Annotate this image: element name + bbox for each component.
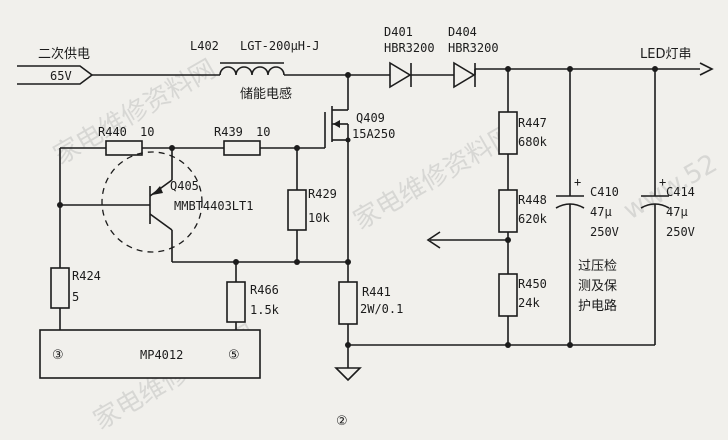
ground-symbol	[334, 367, 362, 382]
ic-pin-b: ⑤	[228, 348, 240, 363]
Q405-highlight-circle	[101, 151, 203, 253]
ic-MP4012	[39, 329, 261, 379]
C410-ref: C410	[590, 185, 619, 199]
D401-value: HBR3200	[384, 41, 435, 55]
resistor-R448	[498, 189, 518, 233]
R429-ref: R429	[308, 187, 337, 201]
resistor-R447	[498, 111, 518, 155]
protection-label-1: 过压检	[578, 259, 617, 274]
resistor-R441	[338, 281, 358, 325]
resistor-R439	[223, 140, 261, 156]
mosfet-Q409	[300, 106, 349, 149]
L402-ref: L402	[190, 39, 219, 53]
transistor-Q405	[60, 148, 173, 262]
inductor-L402	[219, 62, 285, 76]
R441-value: 2W/0.1	[360, 302, 403, 316]
supply-voltage: 65V	[50, 69, 72, 83]
C410-value: 47μ	[590, 205, 612, 219]
R424-ref: R424	[72, 269, 101, 283]
Q405-ref: Q405	[170, 179, 199, 193]
protection-label-2: 测及保	[578, 279, 617, 294]
R448-value: 620k	[518, 212, 548, 226]
output-label: LED灯串	[640, 47, 691, 62]
junction-gnd-1	[505, 342, 511, 348]
R440-value: 10	[140, 125, 154, 139]
R439-ref: R439	[214, 125, 243, 139]
D401-ref: D401	[384, 25, 413, 39]
C410-voltage: 250V	[590, 225, 619, 239]
diode-D401	[389, 61, 412, 89]
Q409-ref: Q409	[356, 111, 385, 125]
ic-name: MP4012	[140, 348, 183, 362]
C414-ref: C414	[666, 185, 695, 199]
R466-value: 1.5k	[250, 303, 280, 317]
resistor-R450	[498, 273, 518, 317]
R439-value: 10	[256, 125, 270, 139]
protection-label-3: 护电路	[578, 298, 617, 314]
ic-pin-a: ③	[52, 348, 64, 363]
R441-ref: R441	[362, 285, 391, 299]
diode-D404	[453, 61, 476, 89]
output-arrow	[699, 62, 714, 76]
R450-value: 24k	[518, 296, 540, 310]
R424-value: 5	[72, 290, 79, 304]
R448-ref: R448	[518, 193, 547, 207]
C410-plus: +	[574, 175, 581, 189]
L402-desc: 储能电感	[240, 86, 292, 102]
figure-number: ②	[336, 414, 348, 429]
R450-ref: R450	[518, 277, 547, 291]
C414-voltage: 250V	[666, 225, 695, 239]
resistor-R466	[226, 281, 246, 323]
D404-ref: D404	[448, 25, 477, 39]
junction-gnd-2	[567, 342, 573, 348]
supply-label: 二次供电	[38, 46, 90, 62]
feedback-arrow	[426, 231, 441, 249]
R466-ref: R466	[250, 283, 279, 297]
D404-value: HBR3200	[448, 41, 499, 55]
R447-ref: R447	[518, 116, 547, 130]
C414-plus: +	[659, 175, 666, 189]
resistor-R429	[287, 189, 307, 231]
R429-value: 10k	[308, 211, 330, 225]
C414-value: 47μ	[666, 205, 688, 219]
R440-ref: R440	[98, 125, 127, 139]
resistor-R440	[105, 140, 143, 156]
L402-value: LGT-200μH-J	[240, 39, 319, 53]
R447-value: 680k	[518, 135, 548, 149]
resistor-R424	[50, 267, 70, 309]
Q409-value: 15A250	[352, 127, 395, 141]
Q405-value: MMBT4403LT1	[174, 199, 253, 213]
